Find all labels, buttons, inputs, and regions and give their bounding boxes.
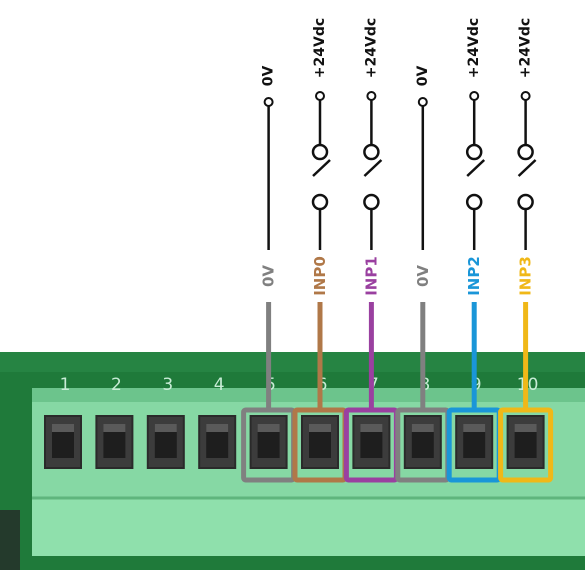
supply-label-7: +24Vdc [363,18,379,78]
terminal-block-top-rail [32,388,585,402]
switch-blade-7 [363,159,383,177]
signal-label-5: 0V [260,265,278,287]
supply-label-10: +24Vdc [518,18,534,78]
signal-label-7: INP1 [362,256,380,296]
signal-label-10: INP3 [517,256,535,296]
switch-pivot-6 [311,143,329,161]
signal-label-6: INP0 [311,256,329,296]
signal-label-9: INP2 [465,256,483,296]
switch-blade-9 [466,159,486,177]
switch-contact-9 [465,193,483,211]
switch-pivot-9 [465,143,483,161]
terminal-socket-5 [249,415,288,469]
connection-terminal-7: INP1 +24Vdc [343,18,399,483]
terminal-number-1: 1 [60,375,71,395]
terminal-socket-9 [455,415,494,469]
switch-pivot-10 [517,143,534,161]
pcb-corner [0,510,20,570]
terminal-socket-1 [44,415,82,469]
connection-terminal-10: INP3 +24Vdc [498,18,554,483]
terminal-socket-3 [146,415,185,469]
terminal-number-4: 4 [214,375,225,395]
terminal-socket-10 [506,415,545,469]
terminal-socket-6 [301,415,339,469]
terminal-block-bottom-rail [32,498,585,556]
terminal-socket-7 [352,415,391,469]
supply-label-6: +24Vdc [312,18,328,78]
terminal-number-2: 2 [111,375,122,395]
connection-terminal-6: INP0 +24Vdc [292,18,348,483]
terminal-socket-8 [403,415,442,469]
supply-label-8: 0V [415,66,431,87]
switch-pivot-7 [363,143,380,161]
supply-label-9: +24Vdc [466,18,482,78]
terminal-number-3: 3 [162,375,173,395]
signal-label-8: 0V [414,265,432,287]
switch-blade-10 [517,159,537,177]
pcb-board-shade [0,352,585,372]
supply-label-5: 0V [261,66,277,87]
terminal-socket-2 [95,415,134,469]
terminal-socket-4 [198,415,237,469]
connection-terminal-9: INP2 +24Vdc [446,18,502,483]
switch-contact-6 [311,193,329,211]
switch-blade-6 [312,159,331,177]
switch-contact-10 [517,193,534,211]
switch-contact-7 [363,193,380,211]
